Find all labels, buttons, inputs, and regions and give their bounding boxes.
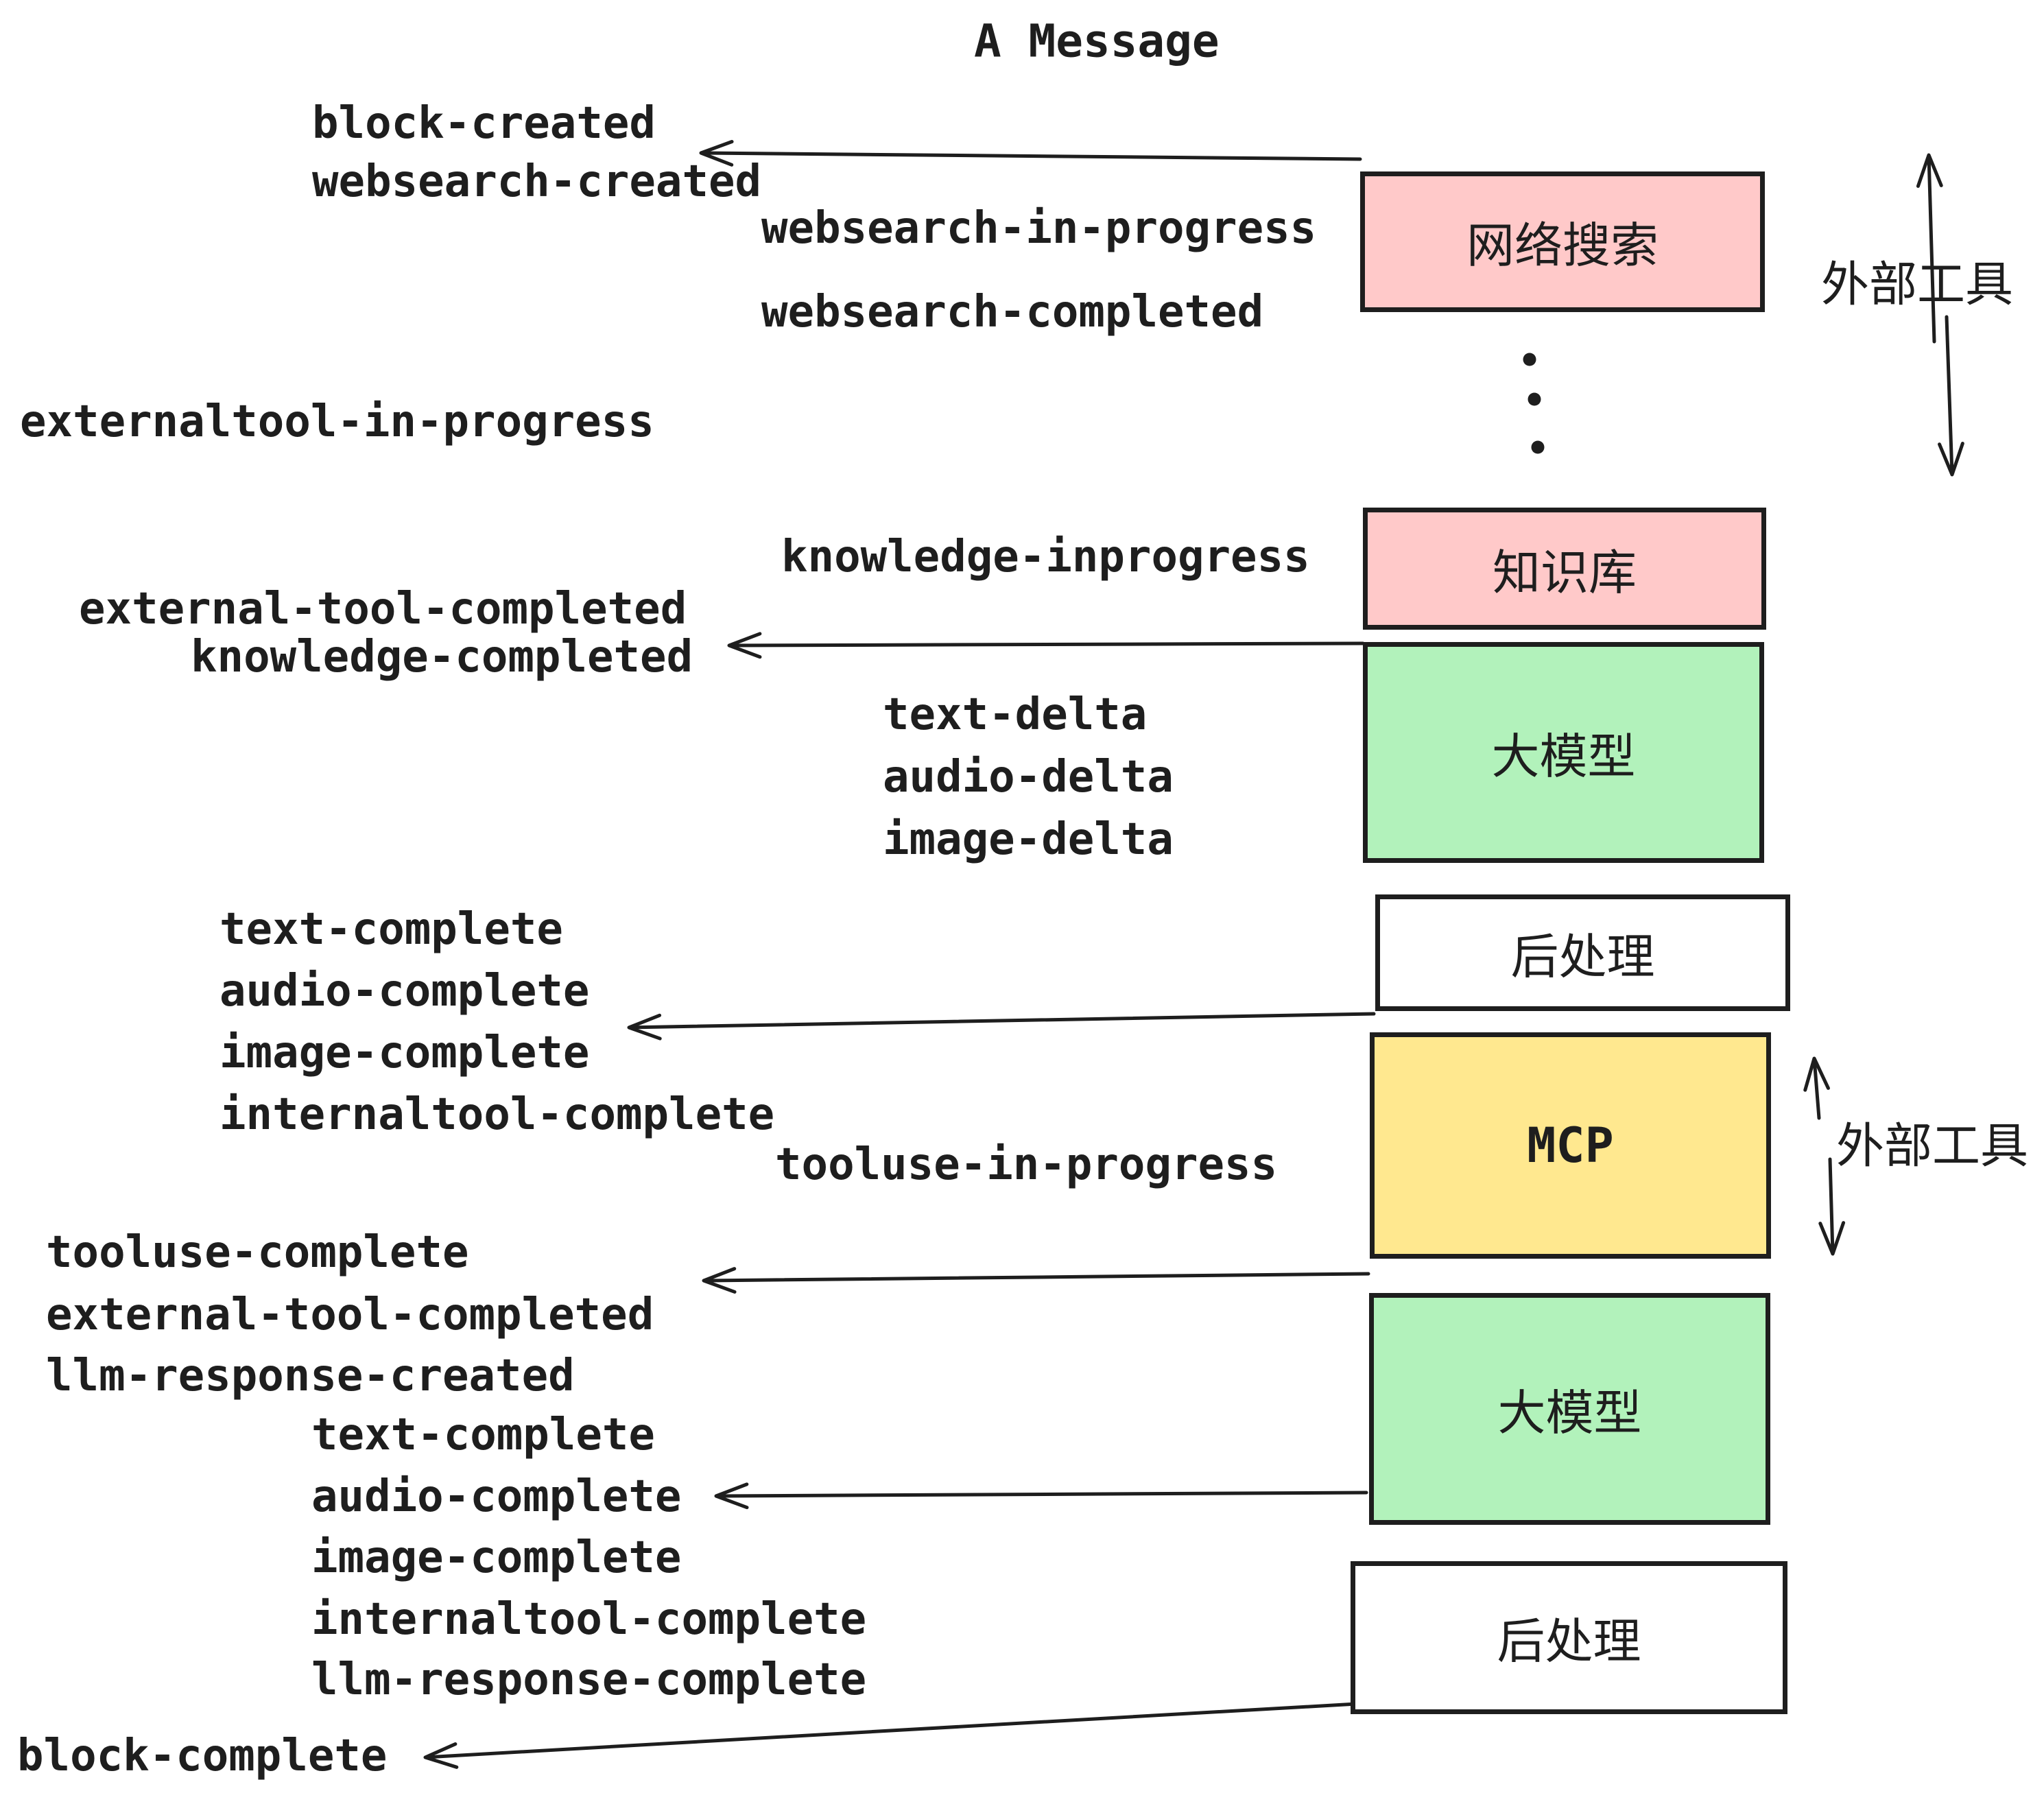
external-tools-down-arrow-1 [1938,315,1964,477]
ellipsis-dot [1531,440,1545,454]
arrow-to-audio-complete [714,1482,1368,1510]
box-websearch: 网络搜索 [1360,171,1765,312]
arrow-to-image-complete [627,1012,1376,1041]
event-label: knowledge-completed [191,632,693,683]
event-label: audio-complete [219,966,590,1017]
event-label: externaltool-in-progress [20,396,654,447]
box-knowledge: 知识库 [1363,508,1766,630]
box-label: 网络搜索 [1466,217,1659,274]
external-tools-up-arrow-1 [1916,153,1943,344]
external-tools-down-arrow-2 [1818,1157,1846,1256]
ellipsis-dot [1528,392,1541,406]
event-label: image-complete [311,1532,682,1583]
external-tools-label: 外部工具 [1821,256,2013,313]
box-label: 大模型 [1497,1384,1642,1441]
event-label: text-complete [311,1410,655,1460]
box-postprocess-2: 后处理 [1351,1561,1787,1714]
event-label: image-complete [219,1028,590,1078]
arrow-to-block-complete [423,1702,1359,1769]
ellipsis-dot [1523,353,1536,366]
arrow-to-knowledge-completed [727,632,1365,659]
event-label: internaltool-complete [219,1089,775,1140]
box-label: MCP [1527,1117,1614,1174]
event-label: text-delta [883,689,1148,740]
event-label: text-complete [219,904,563,955]
box-label: 后处理 [1497,1613,1641,1670]
box-label: 知识库 [1493,544,1637,601]
diagram-title: A Message [974,14,1220,68]
event-label: websearch-created [312,156,762,207]
box-llm-2: 大模型 [1369,1293,1770,1525]
box-llm-1: 大模型 [1363,642,1764,863]
external-tools-up-arrow-2 [1803,1056,1830,1120]
event-label: block-complete [17,1731,388,1781]
box-label: 后处理 [1510,928,1655,985]
box-postprocess-1: 后处理 [1375,894,1790,1011]
event-label: websearch-completed [761,287,1264,337]
event-label: external-tool-completed [46,1290,654,1340]
box-mcp: MCP [1370,1032,1771,1259]
event-label: external-tool-completed [79,584,687,634]
event-label: knowledge-inprogress [781,532,1310,582]
event-label: websearch-in-progress [761,203,1317,254]
event-label: audio-delta [883,752,1174,803]
event-label: tooluse-complete [46,1227,469,1278]
event-label: tooluse-in-progress [775,1139,1278,1190]
event-label: audio-complete [311,1471,682,1522]
external-tools-label: 外部工具 [1836,1117,2028,1174]
event-label: image-delta [883,814,1174,865]
box-label: 大模型 [1491,728,1636,785]
event-label: block-created [312,98,656,149]
arrow-to-websearch-created [699,140,1362,167]
event-label: llm-response-created [46,1351,575,1401]
arrow-to-tooluse-complete [702,1267,1370,1294]
event-label: llm-response-complete [311,1654,867,1705]
event-label: internaltool-complete [311,1594,867,1645]
